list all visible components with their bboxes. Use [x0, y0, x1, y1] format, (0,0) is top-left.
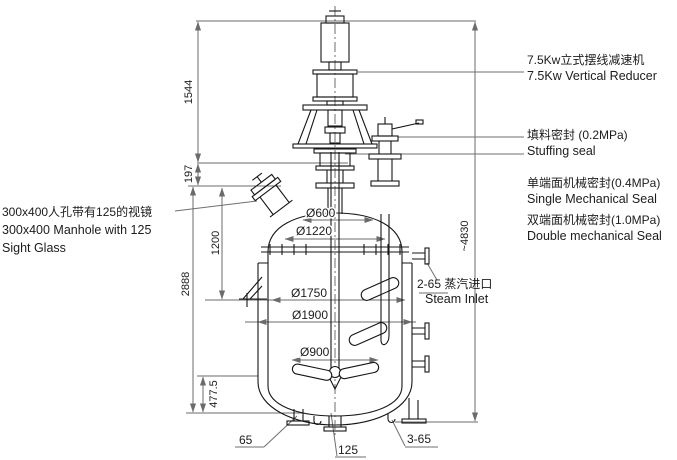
- reducer-callout-zh: 7.5Kw立式摆线减速机: [527, 53, 645, 67]
- dim-dia1220-label: Ø1220: [296, 224, 332, 238]
- drive-assembly: [292, 10, 378, 214]
- manhole-assembly: [250, 172, 293, 218]
- datum-lines: [186, 20, 478, 423]
- dim-2888-label: 2888: [180, 272, 192, 296]
- double-seal-callout-zh: 双端面机械密封(1.0MPa): [527, 213, 661, 227]
- nozzle-3-65-label: 3-65: [407, 432, 431, 446]
- nozzle-65-label: 65: [239, 433, 253, 447]
- single-seal-callout-en: Single Mechanical Seal: [527, 192, 657, 206]
- dim-dia1750-label: Ø1750: [291, 286, 327, 300]
- stuffing-seal-callout-en: Stuffing seal: [527, 144, 596, 158]
- nozzle-125-label: 125: [338, 443, 358, 457]
- steam-inlet-callout-en: Steam Inlet: [425, 292, 489, 306]
- dim-197-label: 197: [183, 165, 195, 183]
- double-seal-callout-en: Double mechanical Seal: [527, 229, 662, 243]
- steam-inlet-callout-zh: 2-65 蒸汽进口: [417, 277, 493, 291]
- jacket-nozzles: [412, 247, 430, 373]
- dimension-lines: [189, 21, 479, 422]
- leader-lines: [174, 71, 524, 458]
- double-seal-callout: 双端面机械密封(1.0MPa) Double mechanical Seal: [527, 212, 662, 244]
- dimension-labels: 1544 197 2888 1200 477.5 ~4830 Ø600 Ø122…: [179, 78, 473, 458]
- dim-dia1900-label: Ø1900: [292, 308, 328, 322]
- manhole-callout-en2: Sight Glass: [2, 241, 66, 255]
- single-seal-callout-zh: 单端面机械密封(0.4MPa): [527, 176, 661, 190]
- dim-4830-label: ~4830: [459, 221, 471, 252]
- reducer-callout: 7.5Kw立式摆线减速机 7.5Kw Vertical Reducer: [527, 52, 657, 84]
- dim-1544-label: 1544: [183, 80, 195, 104]
- manhole-callout: 300x400人孔带有125的视镜 300x400 Manhole with 1…: [2, 203, 152, 257]
- steam-inlet-callout: 2-65 蒸汽进口 Steam Inlet: [417, 277, 492, 307]
- reducer-callout-en: 7.5Kw Vertical Reducer: [527, 69, 657, 83]
- dim-dia900-label: Ø900: [300, 345, 330, 359]
- dim-477-label: 477.5: [208, 380, 220, 408]
- dim-1200-label: 1200: [210, 231, 222, 255]
- dim-dia600-label: Ø600: [306, 206, 336, 220]
- stuffing-seal-callout: 填料密封 (0.2MPa) Stuffing seal: [527, 127, 628, 159]
- single-seal-callout: 单端面机械密封(0.4MPa) Single Mechanical Seal: [527, 175, 660, 207]
- steam-valve-assembly: [368, 117, 424, 346]
- bottom-nozzles: [286, 398, 427, 432]
- manhole-callout-zh: 300x400人孔带有125的视镜: [2, 205, 153, 219]
- stuffing-seal-callout-zh: 填料密封 (0.2MPa): [527, 128, 628, 142]
- manhole-callout-en1: 300x400 Manhole with 125: [2, 223, 152, 237]
